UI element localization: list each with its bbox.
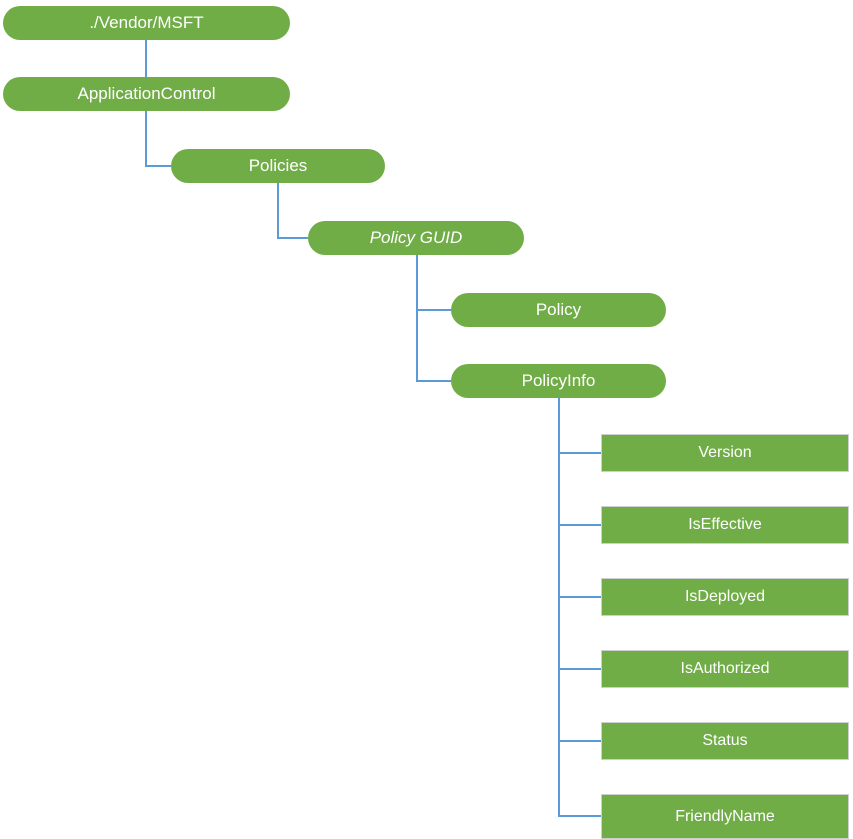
node-friendly-name[interactable]: FriendlyName	[601, 794, 849, 839]
node-label-policies: Policies	[248, 155, 308, 175]
node-label-version: Version	[698, 444, 752, 462]
connector-policyinfo-to-isdeployed	[558, 398, 601, 598]
connector-policyguid-to-policy	[416, 255, 451, 311]
node-label-policy: Policy	[535, 299, 582, 319]
node-policy-info[interactable]: PolicyInfo	[451, 364, 666, 398]
node-label-is-effective: IsEffective	[688, 516, 762, 534]
node-vendor-msft[interactable]: ./Vendor/MSFT	[3, 6, 290, 40]
node-application-control[interactable]: ApplicationControl	[3, 77, 290, 111]
node-policy[interactable]: Policy	[451, 293, 666, 327]
node-policy-guid[interactable]: Policy GUID	[308, 221, 524, 255]
node-version[interactable]: Version	[601, 434, 849, 472]
connector-appcontrol-to-policies	[145, 111, 171, 167]
node-label-is-deployed: IsDeployed	[684, 588, 766, 606]
node-label-policy-info: PolicyInfo	[521, 370, 596, 390]
node-is-deployed[interactable]: IsDeployed	[601, 578, 849, 616]
node-policies[interactable]: Policies	[171, 149, 385, 183]
node-is-effective[interactable]: IsEffective	[601, 506, 849, 544]
connector-policyinfo-to-version	[558, 398, 601, 454]
node-label-status: Status	[702, 732, 748, 750]
node-label-application-control: ApplicationControl	[77, 83, 216, 103]
connector-policyguid-to-policyinfo	[416, 255, 451, 382]
node-label-friendly-name: FriendlyName	[675, 807, 775, 825]
node-label-vendor-msft: ./Vendor/MSFT	[89, 12, 204, 32]
node-status[interactable]: Status	[601, 722, 849, 760]
connector-policyinfo-to-iseffective	[558, 398, 601, 526]
connector-policyinfo-to-status	[558, 398, 601, 742]
connector-policyinfo-to-isauthorized	[558, 398, 601, 670]
connector-policyinfo-to-friendlyname	[558, 398, 601, 817]
node-is-authorized[interactable]: IsAuthorized	[601, 650, 849, 688]
connector-policies-to-policyguid	[277, 183, 308, 239]
node-label-is-authorized: IsAuthorized	[680, 660, 770, 678]
node-label-policy-guid: Policy GUID	[369, 227, 463, 247]
